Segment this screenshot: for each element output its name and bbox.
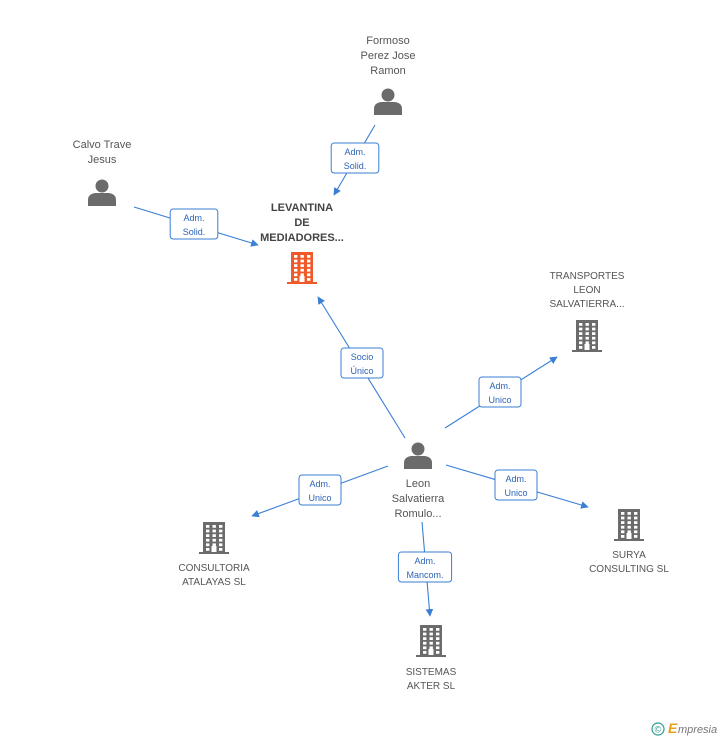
edge-label-box[interactable] [330,142,380,174]
empresia-watermark: © E mpresia [651,720,717,736]
edge-label-line: Mancom. [406,570,443,580]
node-leon[interactable]: LeonSalvatierraRomulo... [392,442,445,521]
edge-label-line: Adm. [505,474,526,484]
person-icon [404,442,432,469]
edge-label-box[interactable] [169,208,219,240]
person-icon [374,88,402,115]
node-label-line: Perez Jose [360,50,415,62]
edge-label-line: Adm. [489,381,510,391]
edge-label-box[interactable] [397,551,453,583]
edge-label-line: Unico [504,488,527,498]
edge-label-line: Adm. [344,147,365,157]
copyright-circle [651,722,665,736]
node-consultoria[interactable]: CONSULTORIA ATALAYAS SL [178,522,250,588]
node-label-line: Romulo... [394,508,441,520]
node-label-line: CONSULTORIA [178,563,250,574]
node-sistemas[interactable]: SISTEMAS AKTER SL [406,625,457,692]
node-label-line: SURYA [612,550,646,561]
node-label-line: DE [294,217,309,229]
edge-label-line: Adm. [414,556,435,566]
building-icon [572,320,602,352]
node-transportes[interactable]: TRANSPORTES LEON SALVATIERRA... [549,271,625,352]
edges-layer: Adm.Solid.Adm.Solid.SocioÚnicoAdm.UnicoA… [133,124,589,617]
node-surya[interactable]: SURYA CONSULTING SL [589,509,669,575]
copyright-symbol: © [655,725,662,735]
node-label-line: Ramon [370,65,405,77]
node-label-line: Formoso [366,35,409,47]
brand-name: mpresia [678,724,717,736]
edge-label-box[interactable] [494,469,538,501]
edge-leon-sistemas[interactable]: Adm. Mancom. [397,521,453,617]
node-label-line: LEON [573,285,600,296]
edge-label-line: Adm. [183,213,204,223]
node-label-line: SALVATIERRA... [549,299,624,310]
building-icon [287,252,317,284]
node-label-line: AKTER SL [407,681,456,692]
person-icon [88,179,116,206]
brand-initial: E [668,720,678,736]
edge-label-line: Adm. [309,479,330,489]
node-label-line: Jesus [88,154,117,166]
edge-label-box[interactable] [478,376,522,408]
building-icon [416,625,446,657]
node-label-line: Salvatierra [392,493,445,505]
edge-label-box[interactable] [340,347,384,379]
edge-leon-consultoria[interactable]: Adm. Unico [251,465,389,518]
edge-label-line: Solid. [183,227,206,237]
node-label-line: MEDIADORES... [260,232,344,244]
edge-formoso-main[interactable]: Adm. Solid. [330,124,380,196]
node-main[interactable]: LEVANTINA DE MEDIADORES... [260,202,344,284]
edge-label-line: Unico [308,493,331,503]
node-label-line: LEVANTINA [271,202,333,214]
node-label-line: TRANSPORTES [550,271,625,282]
building-icon [614,509,644,541]
node-label-line: CONSULTING SL [589,564,669,575]
edge-label-line: Solid. [344,161,367,171]
edge-label-line: Único [350,366,373,376]
building-icon [199,522,229,554]
node-label-line: Leon [406,478,430,490]
edge-label-line: Unico [488,395,511,405]
edge-calvo-main[interactable]: Adm. Solid. [133,206,259,247]
node-label-line: Calvo Trave [73,139,132,151]
edge-leon-surya[interactable]: Adm. Unico [445,464,589,509]
node-label-line: SISTEMAS [406,667,457,678]
edge-leon-transportes[interactable]: Adm. Unico [444,356,558,429]
edge-label-box[interactable] [298,474,342,506]
edge-label-line: Socio [351,352,374,362]
node-label-line: ATALAYAS SL [182,577,246,588]
